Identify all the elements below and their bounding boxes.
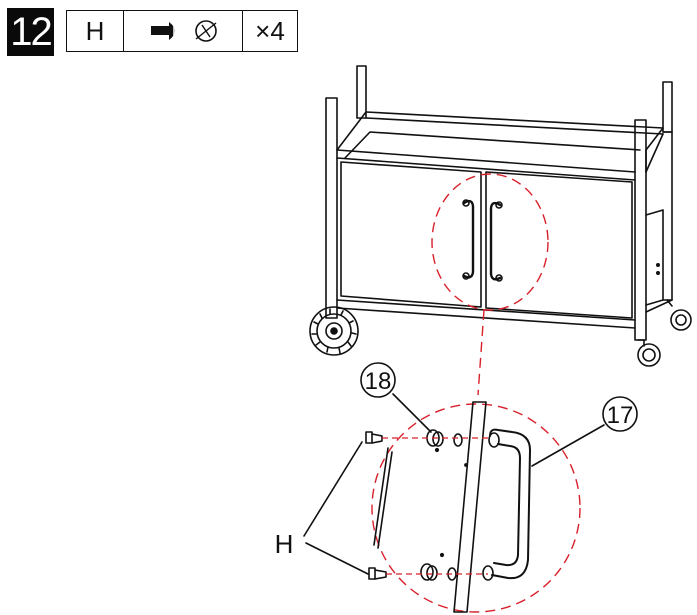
cart-frame bbox=[325, 65, 673, 341]
callout-bushing-label: 18 bbox=[365, 368, 392, 395]
caster-wheel-back bbox=[666, 299, 692, 331]
callout-handle-label: 17 bbox=[607, 402, 634, 429]
screw-icon bbox=[151, 22, 175, 40]
step-number: 12 bbox=[7, 8, 54, 56]
phillips-screwdriver-icon bbox=[195, 20, 217, 42]
callout-bushing: 18 bbox=[360, 362, 396, 398]
alignment-lines bbox=[382, 437, 492, 575]
caster-wheel-front bbox=[637, 339, 661, 367]
callout-handle: 17 bbox=[602, 396, 638, 432]
tool-icons bbox=[124, 11, 243, 51]
quantity: ×4 bbox=[255, 15, 285, 46]
part-letter: H bbox=[67, 11, 124, 51]
parts-required-box: H ×4 bbox=[66, 10, 298, 52]
wheel bbox=[309, 306, 359, 356]
exploded-detail bbox=[303, 393, 605, 613]
cabinet-doors bbox=[340, 161, 633, 319]
detail-callout-circles bbox=[371, 173, 581, 613]
callout-screw-label: H bbox=[275, 529, 294, 559]
